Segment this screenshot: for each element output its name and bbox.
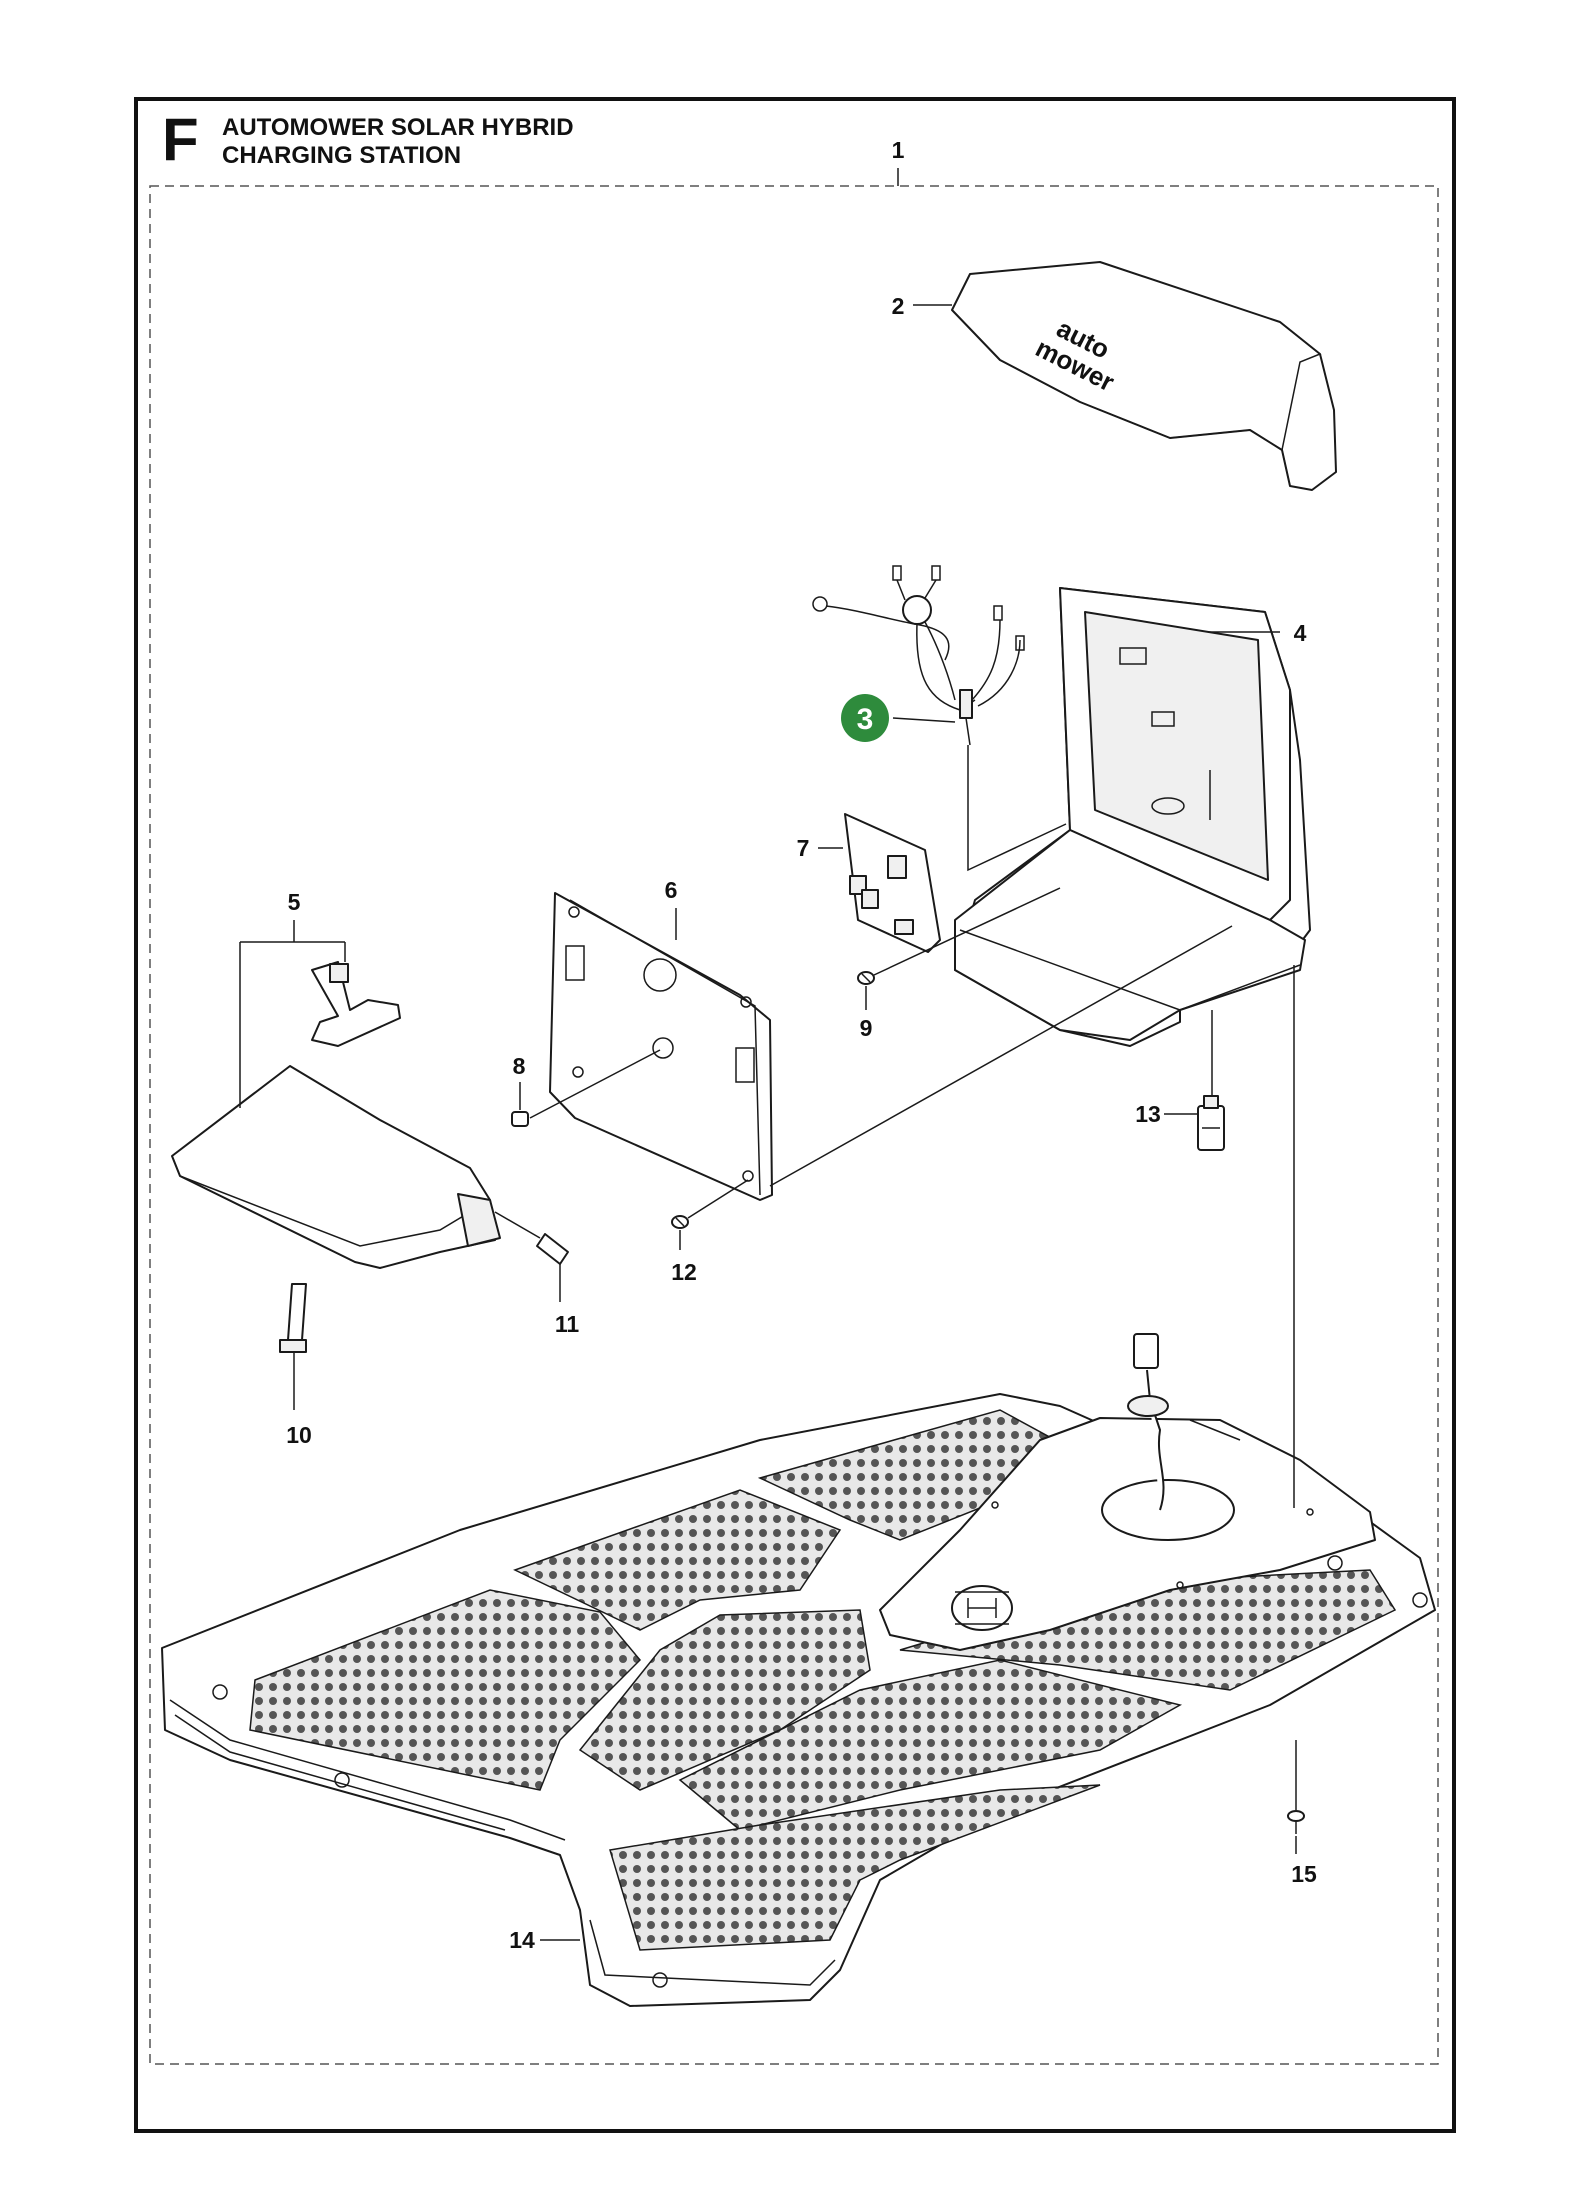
part-11-pin xyxy=(536,1233,569,1265)
diagram-title-line1: AUTOMOWER SOLAR HYBRID xyxy=(222,114,574,141)
part-15-screw xyxy=(1287,1810,1305,1834)
leader-8-axis xyxy=(529,1049,661,1119)
part-6-back-plate xyxy=(549,892,773,1201)
callout-7: 7 xyxy=(797,835,810,861)
callout-1: 1 xyxy=(892,137,905,163)
cable-connector xyxy=(1133,1333,1159,1369)
part-13-connector xyxy=(1197,1095,1225,1151)
cable-grommet xyxy=(1127,1395,1169,1417)
leader-12-axis xyxy=(687,1179,749,1219)
part-14-base-plate xyxy=(161,1333,1436,2007)
callout-10: 10 xyxy=(286,1422,312,1448)
diagram-frame xyxy=(134,97,1456,2133)
callout-3: 3 xyxy=(857,703,874,736)
part-12-screw xyxy=(671,1215,689,1229)
leader-6-axis xyxy=(769,925,1233,1187)
leader-5 xyxy=(239,920,346,1108)
part-10-clip xyxy=(279,1283,307,1353)
cable-hole xyxy=(1101,1479,1235,1541)
part-4-housing xyxy=(954,587,1311,1047)
callout-15: 15 xyxy=(1291,1861,1317,1887)
part-8-pin xyxy=(511,1111,529,1127)
part-7-circuit-board xyxy=(844,813,941,953)
section-letter: F xyxy=(162,106,199,173)
callout-11: 11 xyxy=(555,1311,580,1337)
callout-3-badge xyxy=(841,694,889,742)
diagram-title-line2: CHARGING STATION xyxy=(222,142,462,169)
callout-12: 12 xyxy=(671,1259,697,1285)
grid-area-center xyxy=(578,1609,871,1791)
grid-area-front xyxy=(609,1784,1101,1951)
part-9-screw xyxy=(857,971,875,985)
grid-area-upper-left xyxy=(513,1489,842,1631)
part-3-cable-harness xyxy=(812,565,1025,746)
callout-2: 2 xyxy=(892,293,905,319)
callout-5: 5 xyxy=(288,889,301,915)
leader-3 xyxy=(892,717,956,723)
part-2-cover: auto mower xyxy=(951,261,1337,491)
assembly-boundary xyxy=(149,185,1439,2065)
part-5-lid xyxy=(171,961,501,1269)
callout-8: 8 xyxy=(513,1053,526,1079)
callout-14: 14 xyxy=(509,1927,535,1953)
callout-13: 13 xyxy=(1135,1101,1161,1127)
callout-6: 6 xyxy=(665,877,678,903)
brand-mark-icon xyxy=(951,1585,1013,1631)
leader-3-axis xyxy=(967,745,1067,872)
callout-9: 9 xyxy=(860,1015,873,1041)
callout-4: 4 xyxy=(1294,620,1307,646)
leader-11-axis xyxy=(494,1211,541,1239)
leader-9-axis xyxy=(873,887,1061,976)
grid-area-left xyxy=(249,1589,642,1791)
